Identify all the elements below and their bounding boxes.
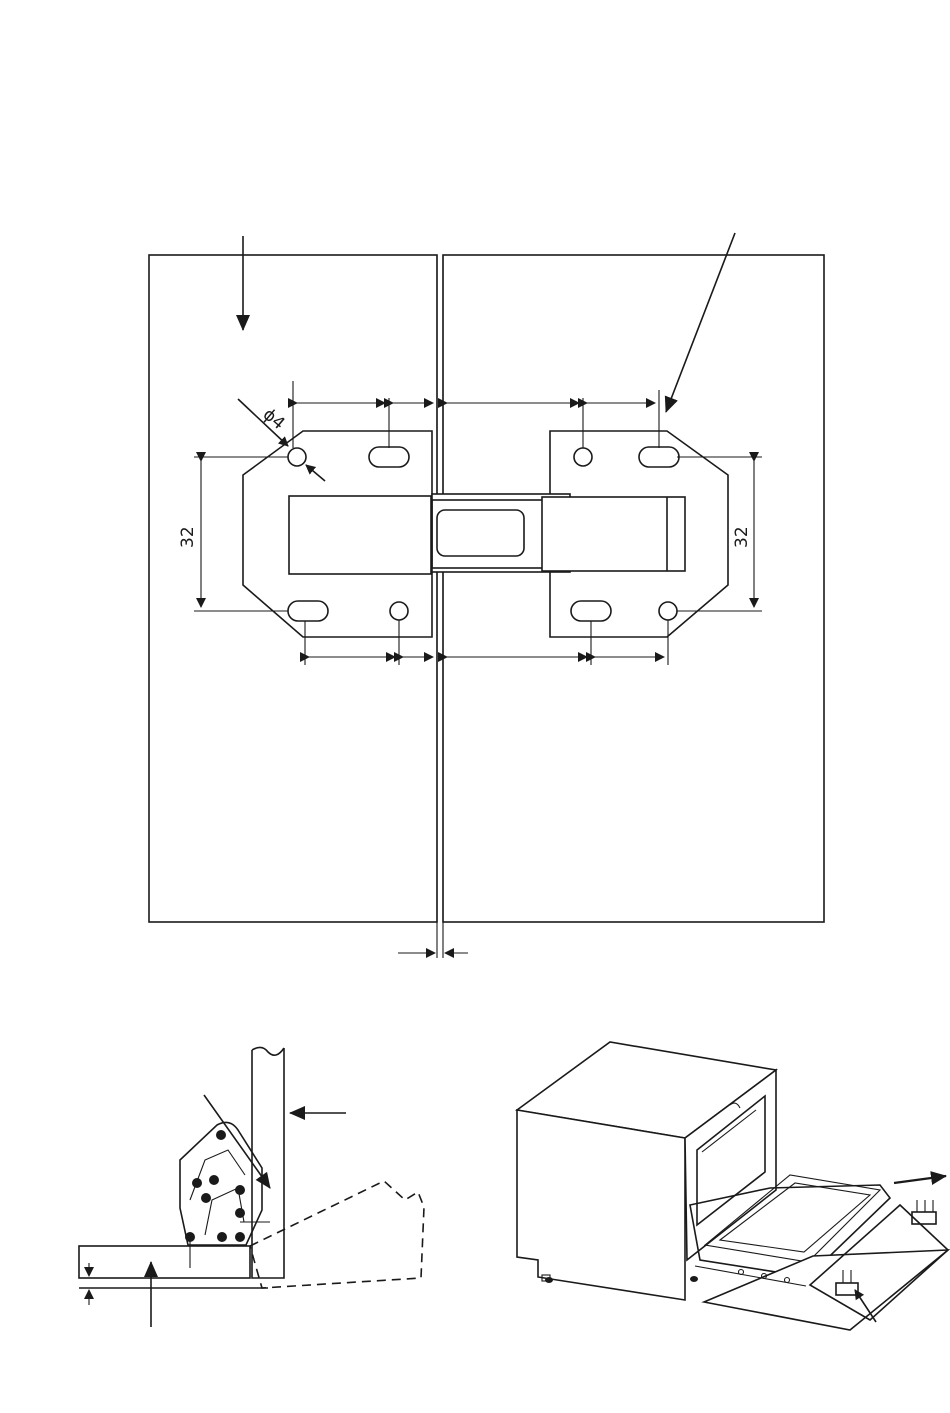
hinge-left-body <box>289 496 431 574</box>
left-top-round-hole <box>288 448 306 466</box>
right-top-slot-hole <box>639 447 679 467</box>
door-open-outline <box>250 1181 424 1288</box>
left-panel <box>149 255 437 922</box>
hole-diameter-label: ϕ4 <box>259 405 289 434</box>
hinge-right-body <box>542 497 685 571</box>
dishwasher-drawing <box>517 1042 948 1330</box>
cabinet-side <box>517 1110 685 1300</box>
side-panel-break <box>252 1047 284 1055</box>
left-bottom-round-hole <box>390 602 408 620</box>
hinge-leader-arrow <box>204 1095 270 1188</box>
left-height-label: 32 <box>178 526 198 548</box>
left-bottom-slot-hole <box>288 601 328 621</box>
left-top-slot-hole <box>369 447 409 467</box>
hinge-template-drawing: ϕ4 32 32 <box>149 233 824 958</box>
right-panel-leader-arrow <box>666 233 735 412</box>
hole-diameter-leader-inner <box>306 465 325 481</box>
right-panel <box>443 255 824 922</box>
right-top-round-hole <box>574 448 592 466</box>
door-panel-lowered <box>704 1250 948 1330</box>
right-bottom-round-hole <box>659 602 677 620</box>
door-panel <box>79 1246 250 1278</box>
right-bottom-slot-hole <box>571 601 611 621</box>
pull-direction-arrow <box>894 1176 946 1183</box>
right-height-label: 32 <box>732 526 752 548</box>
hinge-section-drawing <box>79 1047 424 1327</box>
